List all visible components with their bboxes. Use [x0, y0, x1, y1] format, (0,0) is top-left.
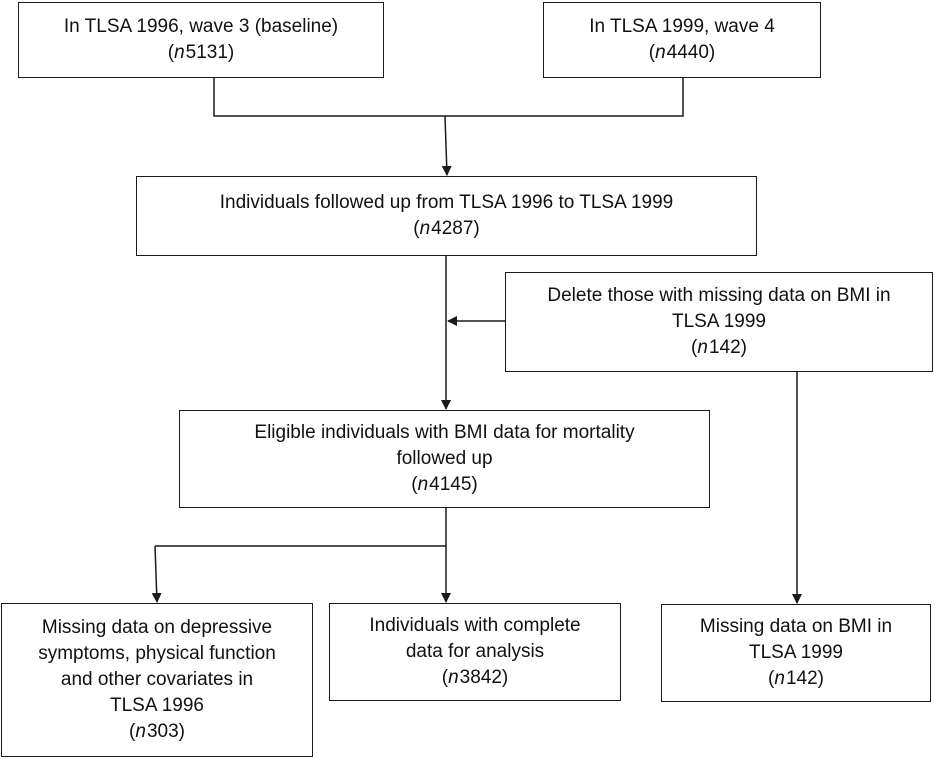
box-missing-bmi-label-2: TLSA 1999	[748, 642, 844, 663]
box-missing-dep-label-1: Missing data on depressive	[41, 617, 273, 638]
arrow-to-missing-depressive	[151, 545, 162, 603]
box-eligible-label-1: Eligible individuals with BMI data for m…	[254, 422, 635, 443]
box-delete-missing-bmi: Delete those with missing data on BMI in…	[505, 272, 933, 372]
box-delete-label-2: TLSA 1999	[671, 311, 767, 332]
box-followed-up: Individuals followed up from TLSA 1996 t…	[136, 176, 757, 256]
box-wave3-label: In TLSA 1996, wave 3 (baseline)	[63, 16, 339, 37]
box-missing-bmi: Missing data on BMI in TLSA 1999 (n142)	[661, 604, 931, 702]
merge-line-top	[213, 78, 684, 117]
box-missing-bmi-count: (n142)	[768, 668, 824, 689]
box-complete-label-2: data for analysis	[405, 641, 545, 662]
box-missing-dep-label-4: TLSA 1996	[109, 695, 205, 716]
box-missing-bmi-label-1: Missing data on BMI in	[699, 616, 893, 637]
box-missing-dep-count: (n303)	[129, 721, 185, 742]
box-wave3-count: (n5131)	[167, 42, 235, 63]
box-complete-data: Individuals with complete data for analy…	[329, 603, 621, 701]
box-delete-label-1: Delete those with missing data on BMI in	[547, 285, 891, 306]
box-wave4: In TLSA 1999, wave 4 (n4440)	[543, 2, 821, 78]
box-eligible: Eligible individuals with BMI data for m…	[179, 410, 710, 508]
box-followed-count: (n4287)	[413, 218, 480, 239]
arrow-to-followed	[441, 115, 452, 176]
box-complete-label-1: Individuals with complete	[369, 615, 581, 636]
box-missing-depressive: Missing data on depressive symptoms, phy…	[1, 603, 313, 757]
box-eligible-label-2: followed up	[396, 448, 493, 469]
box-complete-count: (n3842)	[441, 667, 509, 688]
box-eligible-count: (n4145)	[411, 474, 478, 495]
box-followed-label: Individuals followed up from TLSA 1996 t…	[219, 192, 674, 213]
box-missing-dep-label-3: and other covariates in	[60, 669, 254, 690]
box-delete-count: (n142)	[691, 337, 747, 358]
box-wave4-count: (n4440)	[648, 42, 716, 63]
box-wave4-label: In TLSA 1999, wave 4	[589, 16, 775, 37]
box-missing-dep-label-2: symptoms, physical function	[38, 643, 276, 664]
box-wave3-baseline: In TLSA 1996, wave 3 (baseline) (n5131)	[18, 2, 384, 78]
